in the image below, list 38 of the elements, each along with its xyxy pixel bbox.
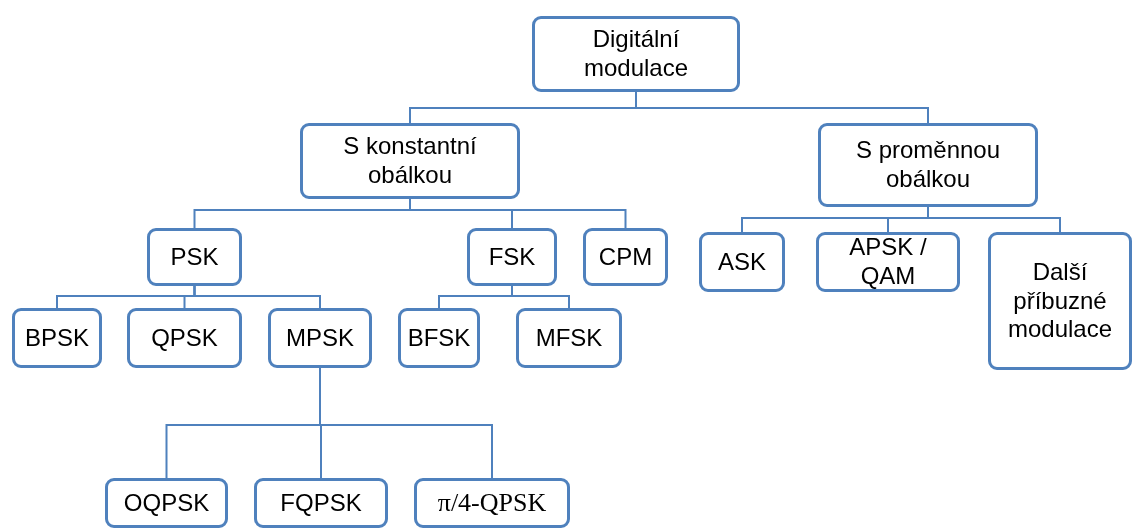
node-label: FQPSK [280, 488, 362, 518]
category-box [147, 228, 242, 286]
node-label: MFSK [535, 323, 603, 353]
category-box [127, 308, 242, 368]
node-label: CPM [598, 242, 653, 272]
node-label: S proměnnou obálkou [854, 136, 1002, 194]
category-box [699, 232, 785, 292]
category-box [516, 308, 622, 368]
category-box [12, 308, 102, 368]
category-box [467, 228, 557, 286]
category-box [532, 16, 740, 92]
node-label: ASK [718, 247, 766, 277]
category-box [105, 478, 228, 528]
category-box [300, 123, 520, 199]
node-label: FSK [488, 242, 536, 272]
node-label: QPSK [151, 323, 218, 353]
node-label: Digitální modulace [582, 25, 690, 83]
node-label: BFSK [407, 323, 471, 353]
category-box [816, 232, 960, 292]
node-label: MPSK [286, 323, 354, 353]
category-box [988, 232, 1132, 370]
node-label: BPSK [25, 323, 89, 353]
category-box [583, 228, 668, 286]
category-box [414, 478, 570, 528]
node-label: APSK / QAM [848, 233, 928, 291]
node-label: Další příbuzné modulace [1006, 257, 1114, 345]
connector-line [511, 285, 570, 309]
category-box [398, 308, 480, 368]
category-box [254, 478, 388, 528]
connector-line [193, 285, 321, 309]
connector-line [319, 367, 493, 479]
category-box [818, 123, 1038, 207]
node-label: OQPSK [123, 488, 210, 518]
node-label: PSK [170, 242, 219, 272]
node-label: S konstantní obálkou [342, 132, 478, 190]
node-label: π/4-QPSK [437, 487, 547, 519]
connector-line [635, 91, 929, 124]
category-box [268, 308, 372, 368]
